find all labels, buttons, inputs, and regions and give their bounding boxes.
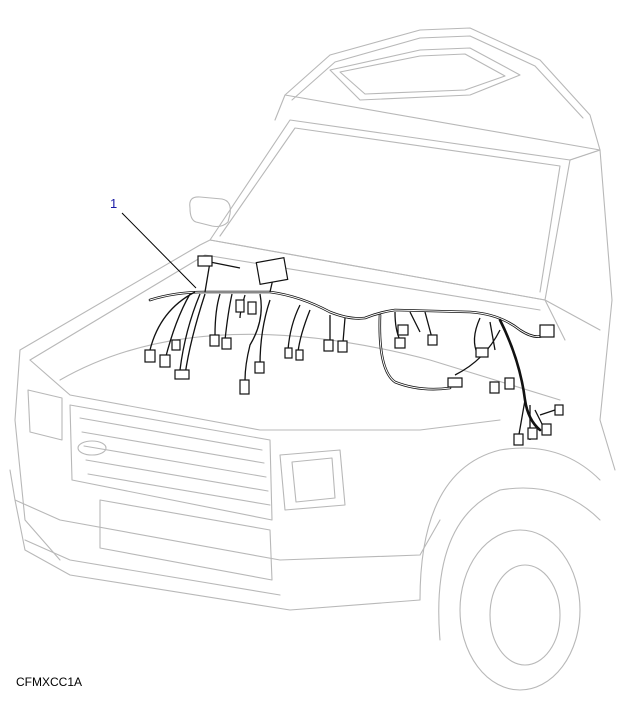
vehicle-outline <box>9 27 616 691</box>
callout-leader-line <box>121 212 197 289</box>
illustration-code: CFMXCC1A <box>16 675 83 689</box>
connectors <box>144 255 564 446</box>
callout-label-1: 1 <box>110 196 118 211</box>
harness <box>144 255 564 446</box>
